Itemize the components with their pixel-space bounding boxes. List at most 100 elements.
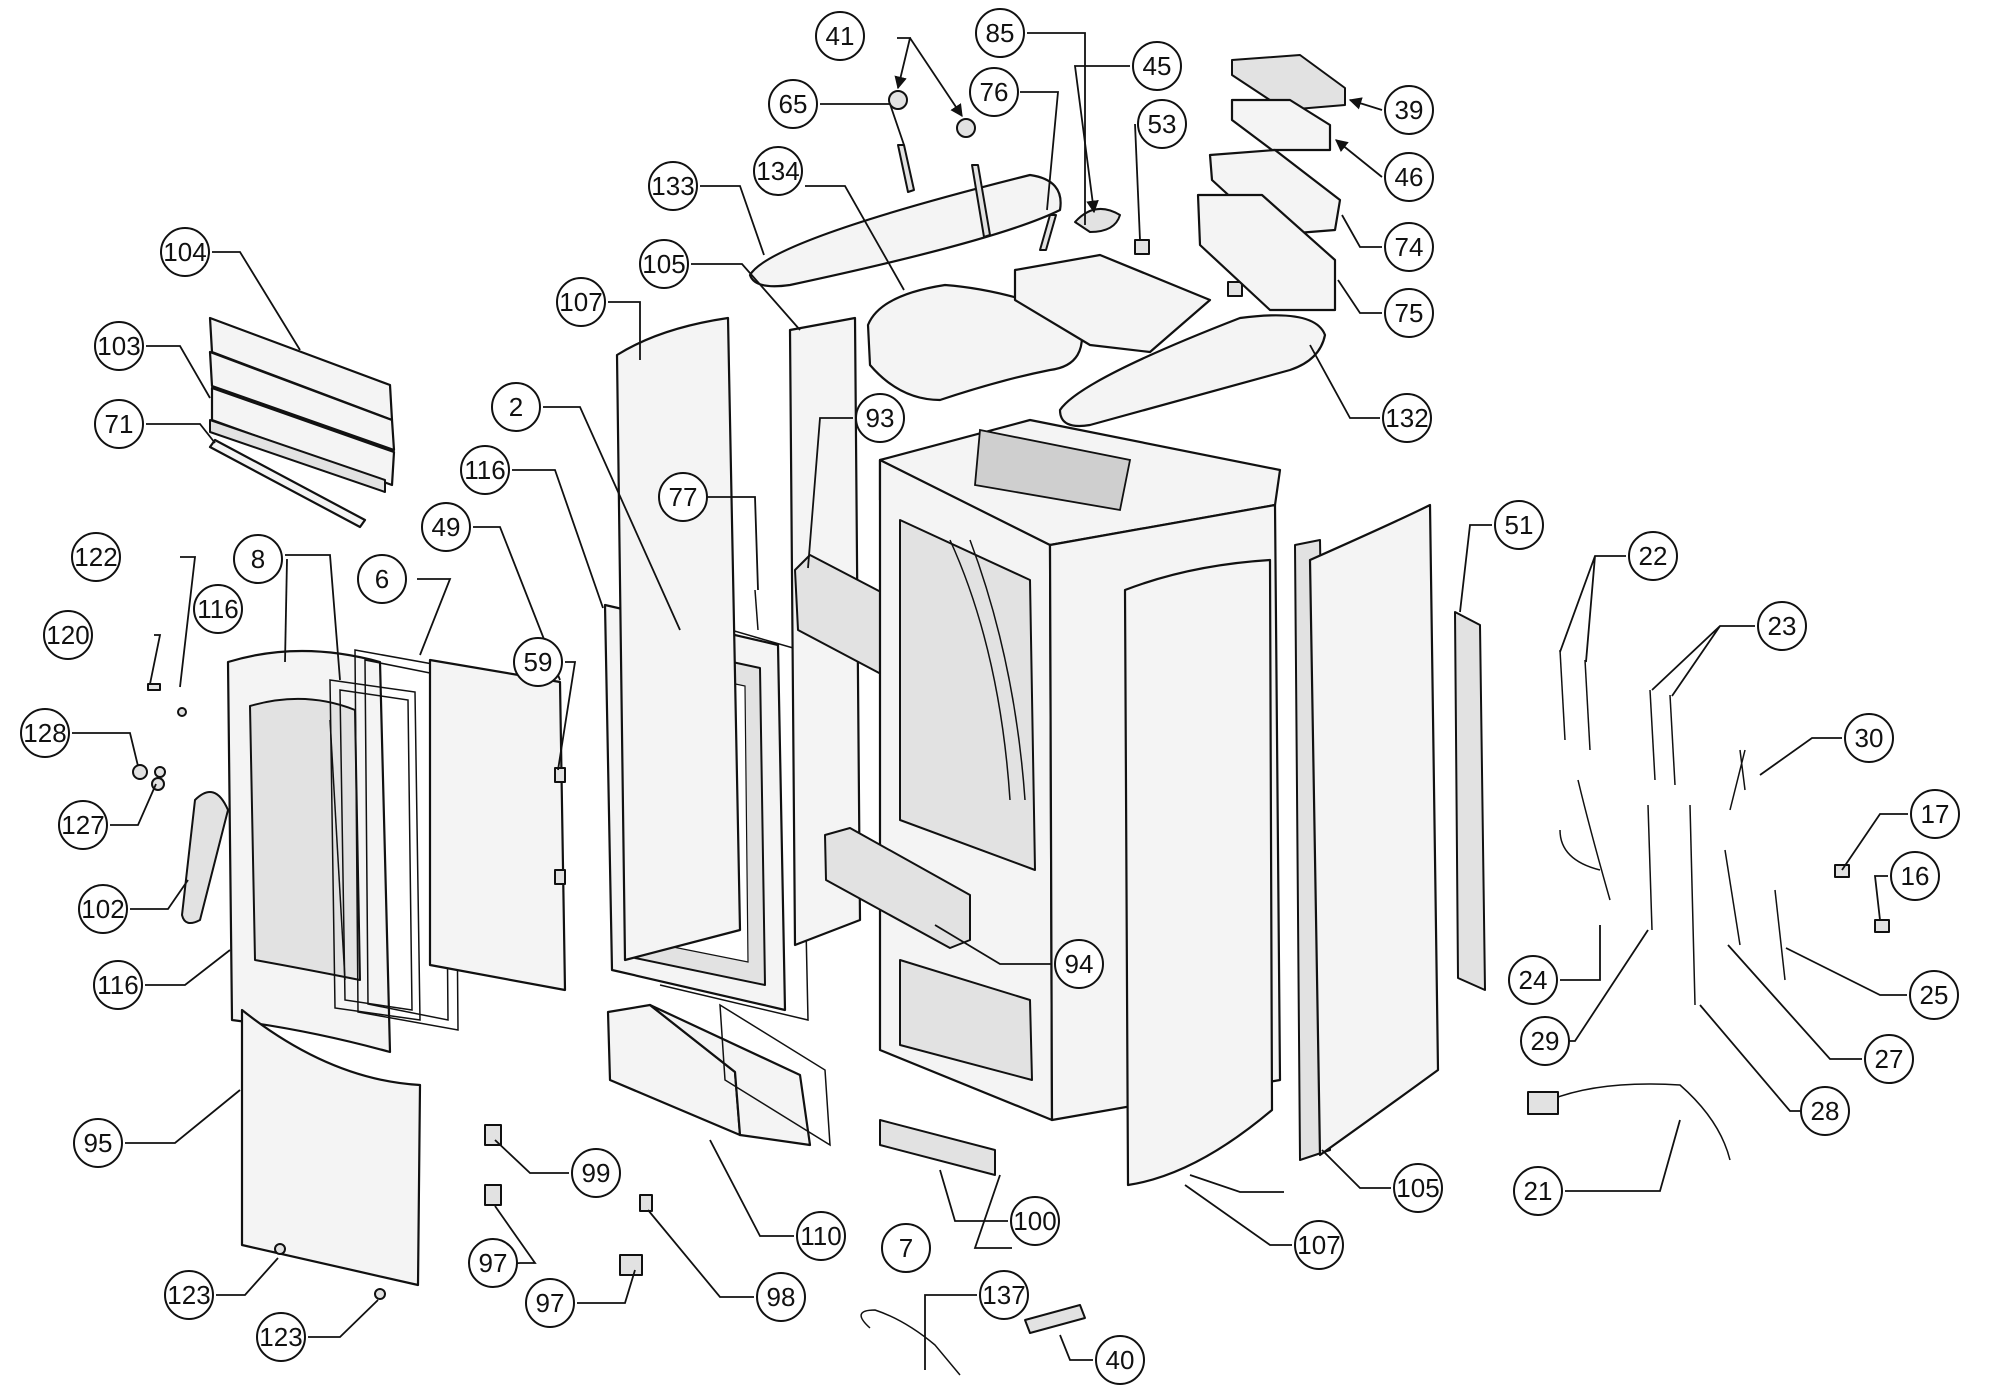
leader-lines [72,32,1908,1370]
label-76: 76 [969,67,1019,117]
label-28: 28 [1800,1086,1850,1136]
svg-text:122: 122 [74,542,117,572]
svg-text:65: 65 [779,89,808,119]
label-8: 8 [233,534,283,584]
svg-text:29: 29 [1531,1026,1560,1056]
svg-text:116: 116 [197,594,238,624]
label-123-right: 123 [256,1312,306,1362]
label-30: 30 [1844,713,1894,763]
label-97-upper: 97 [468,1238,518,1288]
svg-text:94: 94 [1065,949,1094,979]
svg-text:75: 75 [1395,298,1424,328]
svg-text:39: 39 [1395,95,1424,125]
label-22: 22 [1628,531,1678,581]
svg-text:7: 7 [899,1233,913,1263]
part-door-handle [181,791,229,925]
label-21: 21 [1513,1166,1563,1216]
part-door-gaskets [329,649,459,1031]
svg-text:28: 28 [1811,1096,1840,1126]
svg-text:95: 95 [84,1128,113,1158]
part-hook-and-remote [860,1304,1086,1376]
label-132: 132 [1382,393,1432,443]
label-29: 29 [1520,1016,1570,1066]
svg-text:2: 2 [509,392,523,422]
svg-text:105: 105 [642,249,685,279]
svg-text:49: 49 [432,512,461,542]
svg-text:17: 17 [1921,799,1950,829]
svg-text:27: 27 [1875,1044,1904,1074]
label-116-bottom: 116 [93,960,143,1010]
svg-text:110: 110 [800,1221,841,1251]
svg-text:97: 97 [479,1248,508,1278]
svg-text:137: 137 [982,1280,1025,1310]
label-128: 128 [20,708,70,758]
label-40: 40 [1095,1335,1145,1385]
svg-text:98: 98 [767,1282,796,1312]
label-7: 7 [881,1223,931,1273]
label-85: 85 [975,8,1025,58]
label-16: 16 [1890,851,1940,901]
svg-text:100: 100 [1013,1206,1056,1236]
label-116-mid: 116 [460,445,510,495]
svg-text:104: 104 [163,237,206,267]
part-ash-pan [606,1003,831,1147]
part-lower-front-panel [240,1008,422,1287]
part-lower-channel [824,827,971,949]
label-24: 24 [1508,955,1558,1005]
label-6: 6 [357,554,407,604]
label-17: 17 [1910,789,1960,839]
svg-text:16: 16 [1901,861,1930,891]
label-102: 102 [78,884,128,934]
svg-text:59: 59 [524,647,553,677]
svg-text:116: 116 [97,970,138,1000]
part-right-front-panel [1123,558,1274,1187]
label-137: 137 [979,1270,1029,1320]
label-103: 103 [94,321,144,371]
label-74: 74 [1384,222,1434,272]
label-116-left: 116 [193,584,243,634]
label-27: 27 [1864,1034,1914,1084]
svg-text:51: 51 [1505,510,1534,540]
label-51: 51 [1494,500,1544,550]
label-59: 59 [513,637,563,687]
svg-text:76: 76 [980,77,1009,107]
label-133: 133 [648,161,698,211]
svg-text:105: 105 [1396,1173,1439,1203]
label-93: 93 [855,393,905,443]
parts [132,54,1890,1376]
svg-text:77: 77 [669,482,698,512]
svg-text:41: 41 [826,21,855,51]
label-53: 53 [1137,99,1187,149]
svg-text:127: 127 [61,810,104,840]
label-25: 25 [1909,970,1959,1020]
svg-text:133: 133 [651,171,694,201]
label-105-top: 105 [639,239,689,289]
label-94: 94 [1054,939,1104,989]
svg-text:71: 71 [105,409,134,439]
label-134: 134 [753,146,803,196]
svg-text:25: 25 [1920,980,1949,1010]
svg-text:107: 107 [559,287,602,317]
label-107-top: 107 [556,277,606,327]
part-latches [484,1124,653,1276]
label-105-bottom: 105 [1393,1163,1443,1213]
label-123-left: 123 [164,1270,214,1320]
label-107-bottom: 107 [1294,1220,1344,1270]
part-left-rear-panel [615,316,742,962]
label-23: 23 [1757,601,1807,651]
label-bubbles: 41 85 45 65 76 53 39 46 74 75 133 134 10… [20,8,1960,1385]
label-41: 41 [815,11,865,61]
label-46: 46 [1384,152,1434,202]
svg-text:30: 30 [1855,723,1884,753]
label-2: 2 [491,382,541,432]
svg-text:24: 24 [1519,965,1548,995]
label-95: 95 [73,1118,123,1168]
svg-text:85: 85 [986,18,1015,48]
label-45: 45 [1132,41,1182,91]
part-floor-bracket [879,1119,996,1176]
label-100: 100 [1010,1196,1060,1246]
svg-text:93: 93 [866,403,895,433]
label-127: 127 [58,800,108,850]
svg-text:102: 102 [81,894,124,924]
part-right-side-panel [1294,503,1440,1161]
